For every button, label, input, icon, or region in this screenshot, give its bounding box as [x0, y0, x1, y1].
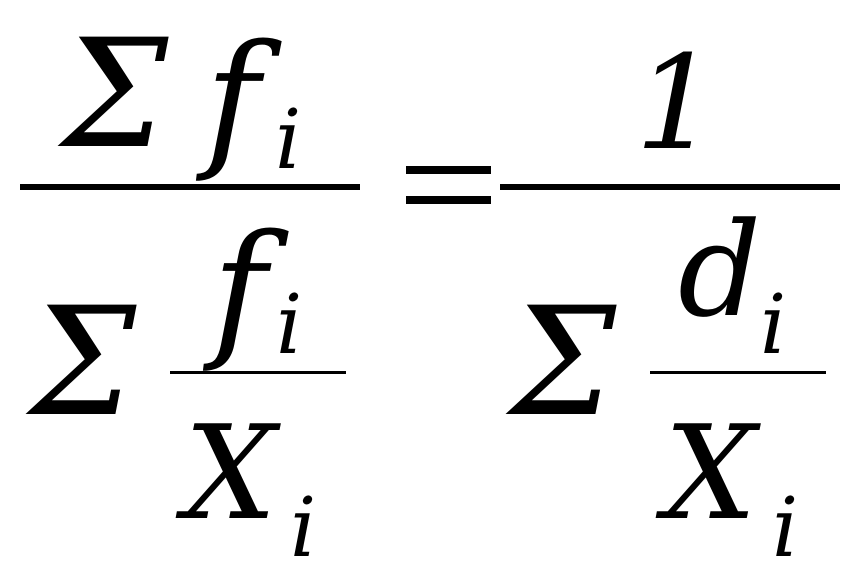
right-numerator-value: 1	[635, 27, 718, 179]
left-numerator-sum: Σ	[62, 8, 169, 182]
left-denominator-sum: Σ	[30, 276, 137, 450]
left-inner-numerator-var: f	[212, 203, 267, 375]
right-inner-fraction-bar	[650, 371, 826, 374]
right-fraction-bar	[500, 184, 840, 190]
right-inner-numerator-sub: i	[760, 278, 787, 373]
left-numerator-sub: i	[275, 93, 302, 188]
left-numerator-var: f	[205, 13, 260, 185]
right-denominator-sum: Σ	[510, 276, 617, 450]
equals-sign-top	[406, 166, 491, 174]
right-inner-numerator-var: d	[678, 194, 762, 346]
left-inner-fraction-bar	[170, 371, 346, 374]
right-inner-denominator-sub: i	[772, 481, 799, 576]
equals-sign-bottom	[406, 196, 491, 204]
right-inner-denominator-var: X	[664, 397, 757, 549]
left-inner-denominator-sub: i	[290, 481, 317, 576]
left-fraction-bar	[20, 184, 360, 190]
left-inner-numerator-sub: i	[276, 278, 303, 373]
left-inner-denominator-var: X	[184, 397, 277, 549]
